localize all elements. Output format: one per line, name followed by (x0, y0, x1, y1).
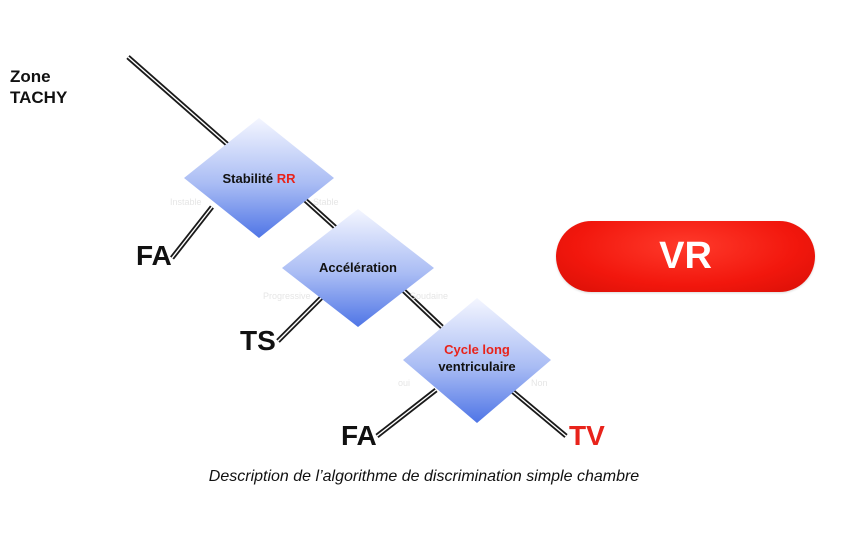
branch-label-oui: oui (398, 378, 411, 388)
acceleration-label: Accélération (318, 260, 398, 275)
outcome-ts: TS (240, 325, 276, 356)
branch-label-soudaine: Soudaine (410, 291, 449, 301)
outcome-tv: TV (569, 420, 605, 451)
ventriculaire-text: ventriculaire (438, 359, 516, 374)
figure-caption: Description de l’algorithme de discrimin… (208, 468, 640, 485)
rr-text: RR (276, 171, 296, 186)
zone-label-line2: TACHY (10, 88, 68, 107)
stabilite-text: Stabilité (222, 171, 277, 186)
outcome-fa-top: FA (136, 240, 172, 271)
stabilite-rr-label: Stabilité RR (199, 170, 319, 187)
zone-label-line1: Zone (10, 67, 51, 86)
decision-diamond-stabilite (184, 118, 334, 238)
branch-label-non: Non (531, 378, 548, 388)
zone-tachy-label: Zone TACHY (10, 66, 67, 108)
vr-pill: VR (556, 221, 815, 292)
outcome-fa-bottom: FA (341, 420, 377, 451)
cycle-long-text: Cycle long (444, 342, 510, 357)
connector-lines (126, 55, 568, 438)
decision-diamond-acceleration (282, 209, 434, 327)
decision-diamond-cycle-long (403, 298, 551, 423)
branch-label-progressive: Progressive (263, 291, 311, 301)
branch-label-instable: Instable (170, 197, 202, 207)
branch-label-stable: Stable (313, 197, 339, 207)
vr-label: VR (659, 235, 712, 277)
cycle-long-ventriculaire-label: Cycle long ventriculaire (417, 341, 537, 375)
